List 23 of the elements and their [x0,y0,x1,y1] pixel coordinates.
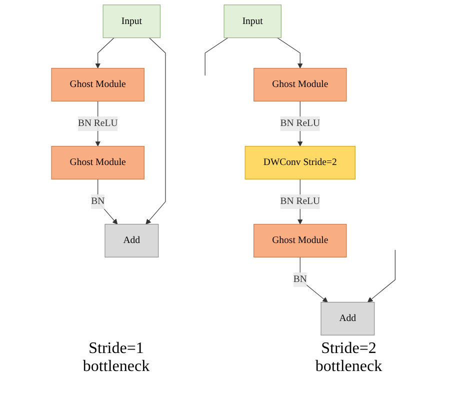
arrow [95,37,114,68]
arrow [146,37,166,224]
node-box: Add [104,224,159,258]
node-box: Ghost Module [51,146,144,180]
arrow [276,37,303,68]
node-box: Input [102,4,161,38]
node-box: Ghost Module [51,68,144,102]
edge-label: BN ReLU [78,118,118,129]
arrow [367,250,396,302]
edge-label: BN ReLU [280,196,320,207]
arrow [98,178,118,224]
connector [204,37,228,76]
node-box: DWConv Stride=2 [244,146,356,180]
arrow [300,256,328,302]
edge-label: BN [91,196,105,207]
node-box: Ghost Module [254,68,347,102]
node-box: Input [224,4,282,38]
edge-label: BN [293,274,307,285]
edge-label: BN ReLU [280,118,320,129]
node-box: Ghost Module [254,224,347,258]
caption: Stride=2 bottleneck [314,340,384,376]
caption: Stride=1 bottleneck [82,340,151,376]
node-box: Add [320,302,375,336]
